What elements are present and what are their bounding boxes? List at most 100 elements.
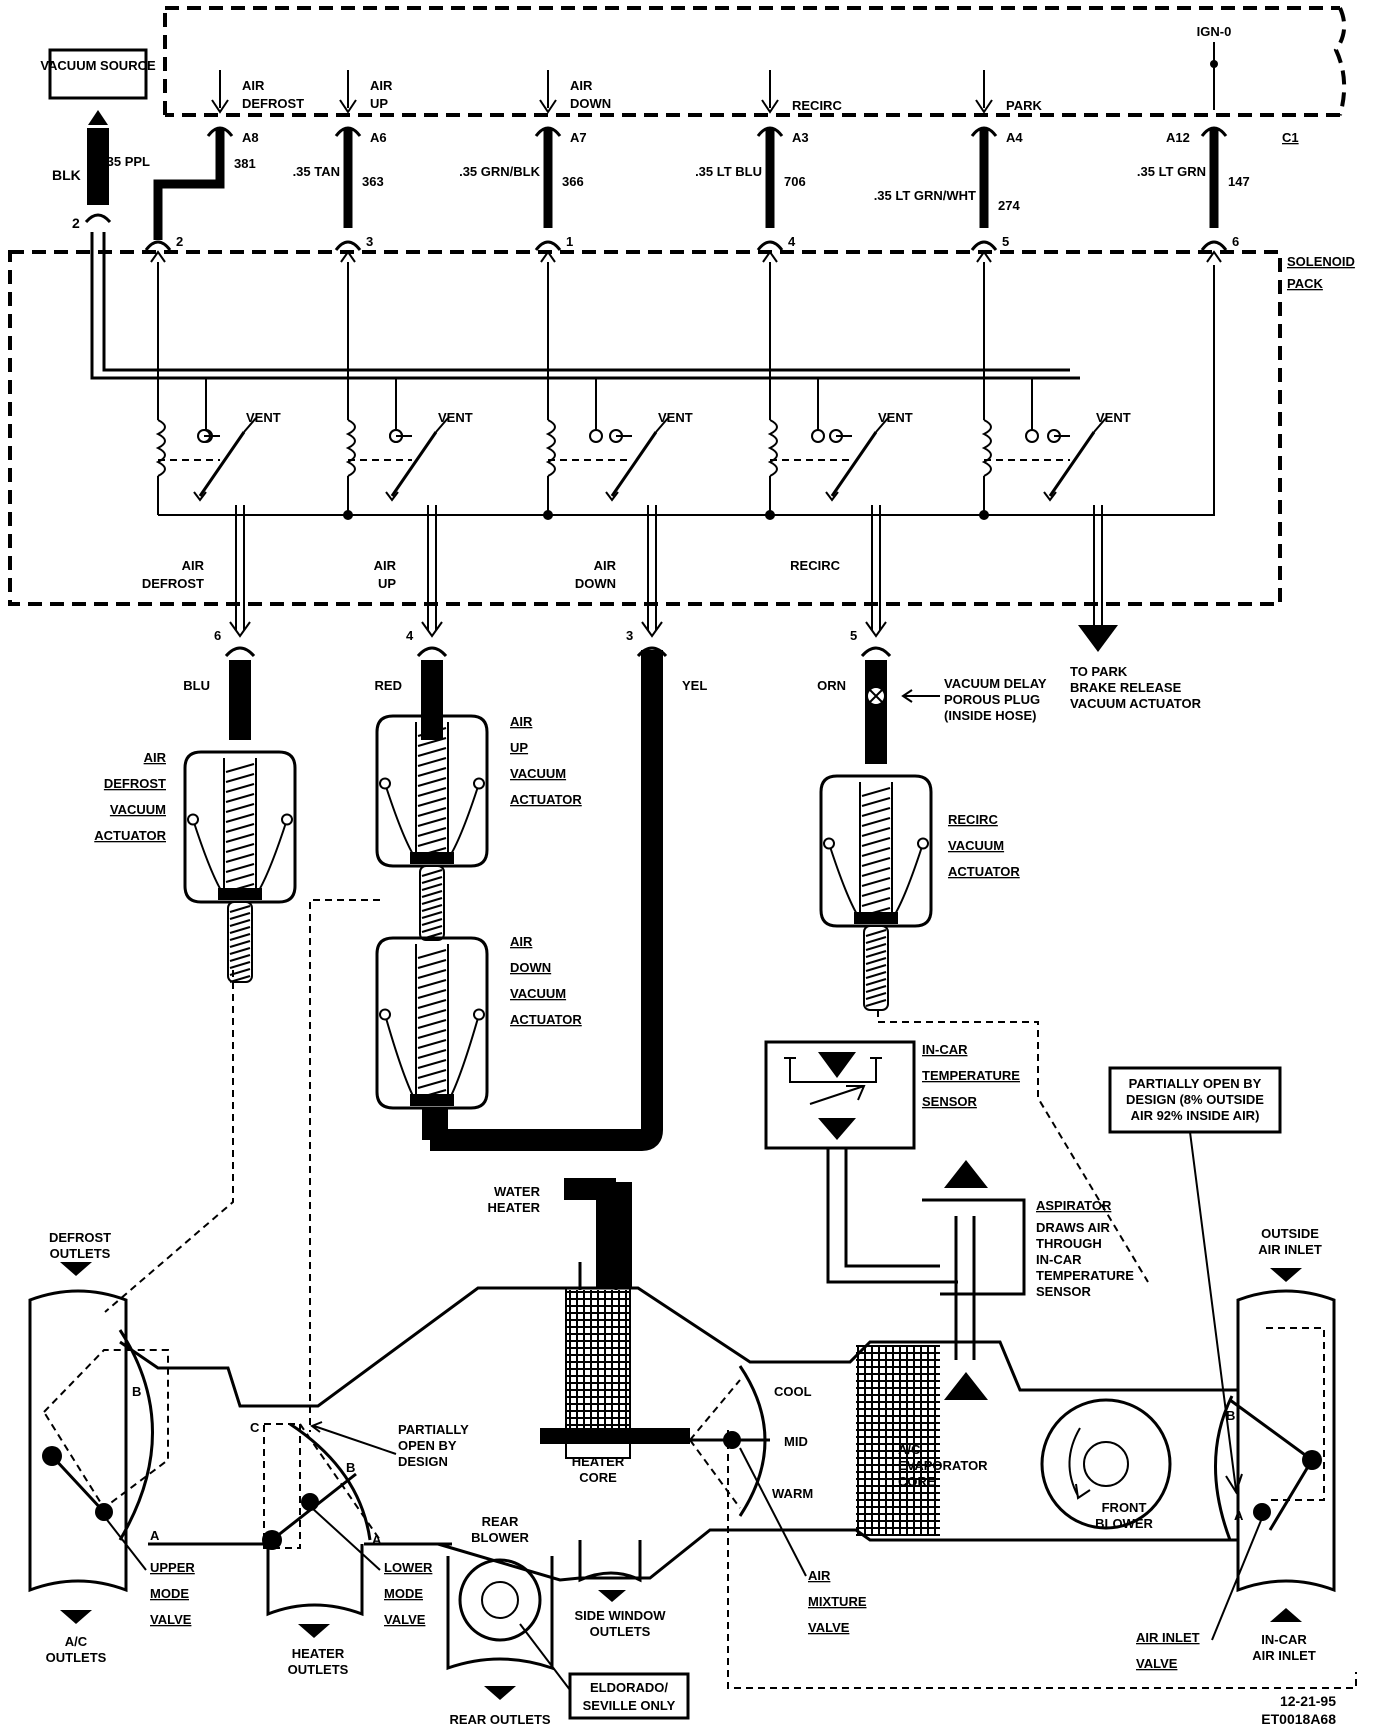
partially-open-box-1: PARTIALLY OPEN BY xyxy=(1129,1076,1262,1091)
incar-air-1: IN-CAR xyxy=(1261,1632,1307,1647)
circuit-name-0-0: AIR xyxy=(242,78,265,93)
recirc-actuator-label-1: VACUUM xyxy=(948,838,1004,853)
recirc-rod-hatch xyxy=(865,978,887,986)
circuit-name-0-1: DEFROST xyxy=(242,96,304,111)
letter-c-lower: C xyxy=(250,1420,260,1435)
upper-mode-1: UPPER xyxy=(150,1560,195,1575)
hose-name-2-0: AIR xyxy=(594,558,617,573)
circuit-name-1-1: UP xyxy=(370,96,388,111)
defrost-actuator-spring xyxy=(225,803,255,813)
vacuum-source-label: VACUUM SOURCE xyxy=(40,58,156,73)
circuit-pin2-5: C1 xyxy=(1282,130,1299,145)
rear-outlets: REAR OUTLETS xyxy=(449,1712,550,1727)
circuit-wire-label-0: .35 PPL xyxy=(103,154,150,169)
solenoid-port-3 xyxy=(811,429,825,443)
vacuum-delay-2: POROUS PLUG xyxy=(944,692,1040,707)
solenoid-port-4 xyxy=(1025,429,1039,443)
air-inlet-travel xyxy=(1266,1327,1325,1501)
defrost-rod-hatch xyxy=(229,926,251,934)
circuit-number-2: 366 xyxy=(562,174,584,189)
hose-color-3: ORN xyxy=(817,678,846,693)
down-actuator-spring xyxy=(417,989,447,999)
defrost-actuator-spring xyxy=(225,873,255,883)
vacuum-delay-1: VACUUM DELAY xyxy=(944,676,1047,691)
circuit-wire-0 xyxy=(153,128,225,240)
front-blower-hub xyxy=(1083,1441,1129,1487)
air-mixture-2: MIXTURE xyxy=(808,1594,867,1609)
hose-pin-1: 4 xyxy=(406,628,414,643)
ac-outlets-1: A/C xyxy=(65,1634,88,1649)
defrost-rod-hatch xyxy=(229,912,251,920)
pack-pin-4: 5 xyxy=(1002,234,1009,249)
defrost-rod-hatch xyxy=(229,919,251,927)
circuit-wire-label-1: .35 TAN xyxy=(293,164,340,179)
partially-open-arrow xyxy=(309,1421,397,1455)
up-actuator-label-3: ACTUATOR xyxy=(510,792,582,807)
hose-line-3 xyxy=(871,505,881,630)
side-window-1: SIDE WINDOW xyxy=(575,1608,667,1623)
defrost-actuator-body xyxy=(183,750,297,904)
circuit-wire-label-5: .35 LT GRN xyxy=(1137,164,1206,179)
pack-connector-4 xyxy=(970,240,998,251)
air-inlet-link xyxy=(1253,1503,1271,1521)
hose-line-1 xyxy=(427,505,437,630)
updown-rod-hatch xyxy=(421,869,443,877)
side-window-arrow xyxy=(598,1590,626,1602)
defrost-outlets-2: OUTLETS xyxy=(50,1246,111,1261)
circuit-name-1-0: AIR xyxy=(370,78,393,93)
defrost-rod-hatch xyxy=(229,947,251,955)
hose-color-0: BLU xyxy=(183,678,210,693)
pack-pin-arrow-0 xyxy=(150,250,166,263)
solenoid-switch-1 xyxy=(390,431,438,497)
ground-node-2 xyxy=(543,510,553,520)
down-actuator-label-2: VACUUM xyxy=(510,986,566,1001)
defrost-actuator-plate xyxy=(218,888,262,900)
partially-open-box-2: DESIGN (8% OUTSIDE xyxy=(1126,1092,1264,1107)
vacuum-delay-3: (INSIDE HOSE) xyxy=(944,708,1036,723)
recirc-actuator-spring-wall xyxy=(859,782,893,916)
recirc-actuator-spring xyxy=(861,877,891,887)
pack-pin-arrow-5 xyxy=(1206,250,1222,263)
circuit-arrow-1 xyxy=(339,70,357,114)
upper-mode-link xyxy=(95,1503,113,1521)
defrost-outlet-arrow xyxy=(60,1262,92,1276)
water-heater-valve xyxy=(564,1178,616,1200)
yel-hose-route xyxy=(430,650,663,1151)
down-actuator-label-1: DOWN xyxy=(510,960,551,975)
defrost-rod-hatch xyxy=(229,975,251,983)
air-inlet-pivot xyxy=(1302,1450,1322,1470)
up-actuator-spring xyxy=(417,807,447,817)
porous-plug-arrow xyxy=(901,689,940,703)
date-code: 12-21-95 xyxy=(1280,1693,1336,1709)
recirc-actuator-spring xyxy=(861,827,891,837)
hose-color-2: YEL xyxy=(682,678,707,693)
defrost-actuator-spring xyxy=(225,823,255,833)
circuit-pin-4: A4 xyxy=(1006,130,1023,145)
vacuum-source-connector xyxy=(84,213,112,224)
up-actuator-spring xyxy=(417,727,447,737)
air-inlet-leader xyxy=(1211,1517,1263,1641)
up-actuator-spring xyxy=(417,757,447,767)
front-blower-label-1: FRONT xyxy=(1102,1500,1147,1515)
ign-node xyxy=(1210,60,1218,68)
defrost-outlets-1: DEFROST xyxy=(49,1230,111,1245)
eldorado-2: SEVILLE ONLY xyxy=(583,1698,676,1713)
hose-name-1-1: UP xyxy=(378,576,396,591)
recirc-actuator-diaphragm xyxy=(828,843,924,917)
heater-duct xyxy=(266,1544,364,1617)
down-actuator-spring xyxy=(417,979,447,989)
park-note-2: BRAKE RELEASE xyxy=(1070,680,1182,695)
updown-rod-hatch xyxy=(421,890,443,898)
aspirator-note-3: IN-CAR xyxy=(1036,1252,1082,1267)
partially-open-box-3: AIR 92% INSIDE AIR) xyxy=(1131,1108,1260,1123)
solenoid-coil-1 xyxy=(345,419,356,477)
lower-mode-leader xyxy=(311,1507,381,1571)
up-actuator-diaphragm xyxy=(384,783,480,857)
recirc-actuator-plate xyxy=(854,912,898,924)
pack-connector-1 xyxy=(334,240,362,251)
hose-pin-3: 5 xyxy=(850,628,857,643)
up-actuator-spring xyxy=(417,737,447,747)
defrost-rod-hatch xyxy=(229,940,251,948)
circuit-wire-label-3: .35 LT BLU xyxy=(695,164,762,179)
down-actuator-diaphragm xyxy=(384,1014,480,1099)
